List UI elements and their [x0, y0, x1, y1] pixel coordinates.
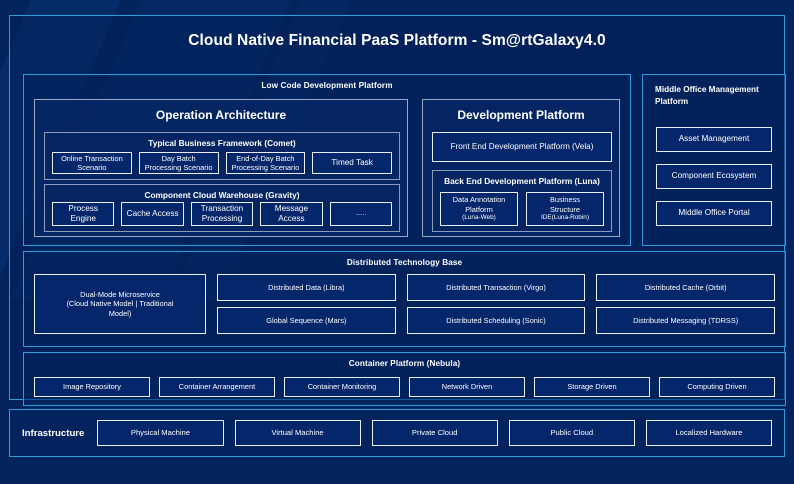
luna-item-line3: IDE(Luna-Robin)	[541, 214, 589, 222]
dtb-item-distributed-messaging[interactable]: Distributed Messaging (TDRSS)	[596, 307, 776, 334]
container-platform-item-network-driven[interactable]: Network Driven	[409, 377, 525, 397]
page-title: Cloud Native Financial PaaS Platform - S…	[188, 32, 606, 49]
distributed-technology-base-title: Distributed Technology Base	[346, 258, 463, 267]
comet-item[interactable]: Online Transaction Scenario	[52, 152, 132, 174]
luna-item-line2: Platform	[465, 204, 493, 214]
comet-item-list: Online Transaction Scenario Day Batch Pr…	[52, 152, 392, 174]
middle-office-title: Middle Office Management Platform	[655, 85, 759, 106]
dtb-item-distributed-transaction[interactable]: Distributed Transaction (Virgo)	[406, 274, 586, 301]
front-end-development-platform-box[interactable]: Front End Development Platform (Vela)	[432, 132, 612, 162]
infrastructure-label: Infrastructure	[22, 427, 85, 439]
dtb-item-global-sequence[interactable]: Global Sequence (Mars)	[217, 307, 396, 334]
distributed-technology-base-body: Dual-Mode Microservice (Cloud Native Mod…	[34, 274, 776, 334]
gravity-item[interactable]: Transaction Processing	[190, 202, 254, 226]
dual-mode-line3: Model)	[108, 308, 132, 318]
subpanel-development-platform: Development Platform Front End Developme…	[422, 99, 620, 237]
luna-item-line1: Business	[550, 195, 580, 205]
middle-office-item-asset-management[interactable]: Asset Management	[656, 127, 772, 152]
subpanel-operation-architecture: Operation Architecture Typical Business …	[34, 99, 408, 237]
gravity-title: Component Cloud Warehouse (Gravity)	[144, 190, 300, 200]
dtb-item-distributed-cache[interactable]: Distributed Cache (Orbit)	[596, 274, 776, 301]
container-platform-title: Container Platform (Nebula)	[348, 359, 461, 368]
infrastructure-item-public-cloud[interactable]: Public Cloud	[508, 420, 635, 446]
infrastructure-item-localized-hardware[interactable]: Localized Hardware	[645, 420, 772, 446]
gravity-item-ellipsis[interactable]: ......	[329, 202, 393, 226]
group-component-cloud-warehouse: Component Cloud Warehouse (Gravity) Proc…	[44, 184, 400, 232]
luna-item-line2: Structure	[550, 204, 580, 214]
luna-item-data-annotation-platform[interactable]: Data Annotation Platform (Luna-Web)	[440, 192, 518, 226]
panel-middle-office-management-platform: Middle Office Management Platform Asset …	[642, 74, 786, 246]
distributed-technology-column: Distributed Cache (Orbit) Distributed Me…	[596, 274, 776, 334]
group-back-end-development-platform: Back End Development Platform (Luna) Dat…	[432, 170, 612, 232]
middle-office-item-component-ecosystem[interactable]: Component Ecosystem	[656, 164, 772, 189]
panel-distributed-technology-base: Distributed Technology Base Dual-Mode Mi…	[23, 251, 786, 347]
comet-title: Typical Business Framework (Comet)	[148, 138, 296, 148]
distributed-technology-columns: Distributed Data (Libra) Global Sequence…	[217, 274, 776, 334]
panel-low-code-development-platform: Low Code Development Platform Operation …	[23, 74, 631, 246]
gravity-item[interactable]: Message Access	[260, 202, 323, 226]
container-platform-item-container-monitoring[interactable]: Container Monitoring	[284, 377, 400, 397]
middle-office-item-list: Asset Management Component Ecosystem Mid…	[656, 127, 772, 226]
main-platform-frame: Cloud Native Financial PaaS Platform - S…	[9, 15, 786, 406]
comet-item[interactable]: Timed Task	[312, 152, 392, 174]
gravity-item-list: Process Engine Cache Access Transaction …	[52, 202, 393, 226]
comet-item[interactable]: End-of-Day Batch Processing Scenario	[225, 152, 306, 174]
operation-architecture-title: Operation Architecture	[155, 108, 287, 122]
dual-mode-line1: Dual-Mode Microservice	[80, 289, 160, 299]
dual-mode-microservice-box[interactable]: Dual-Mode Microservice (Cloud Native Mod…	[34, 274, 206, 334]
luna-item-line3: (Luna-Web)	[462, 214, 496, 222]
dtb-item-distributed-data[interactable]: Distributed Data (Libra)	[217, 274, 396, 301]
luna-item-business-structure-ide[interactable]: Business Structure IDE(Luna-Robin)	[526, 192, 604, 226]
panel-infrastructure: Infrastructure Physical Machine Virtual …	[9, 409, 785, 457]
container-platform-item-computing-driven[interactable]: Computing Driven	[659, 377, 775, 397]
panel-container-platform: Container Platform (Nebula) Image Reposi…	[23, 352, 786, 406]
container-platform-item-list: Image Repository Container Arrangement C…	[34, 377, 775, 397]
luna-item-line1: Data Annotation	[452, 195, 506, 205]
development-platform-title: Development Platform	[457, 108, 585, 122]
infrastructure-item-physical-machine[interactable]: Physical Machine	[97, 420, 224, 446]
distributed-technology-column: Distributed Transaction (Virgo) Distribu…	[406, 274, 586, 334]
comet-item[interactable]: Day Batch Processing Scenario	[138, 152, 219, 174]
middle-office-item-middle-office-portal[interactable]: Middle Office Portal	[656, 201, 772, 226]
luna-item-list: Data Annotation Platform (Luna-Web) Busi…	[440, 192, 604, 226]
dtb-item-distributed-scheduling[interactable]: Distributed Scheduling (Sonic)	[406, 307, 586, 334]
gravity-item[interactable]: Process Engine	[52, 202, 115, 226]
container-platform-item-storage-driven[interactable]: Storage Driven	[534, 377, 650, 397]
container-platform-item-container-arrangement[interactable]: Container Arrangement	[159, 377, 275, 397]
dual-mode-line2: (Cloud Native Model | Traditional	[66, 299, 174, 309]
distributed-technology-column: Distributed Data (Libra) Global Sequence…	[217, 274, 396, 334]
luna-title: Back End Development Platform (Luna)	[444, 176, 600, 186]
group-typical-business-framework: Typical Business Framework (Comet) Onlin…	[44, 132, 400, 180]
infrastructure-item-private-cloud[interactable]: Private Cloud	[371, 420, 498, 446]
dual-mode-microservice-wrapper: Dual-Mode Microservice (Cloud Native Mod…	[34, 274, 206, 334]
infrastructure-item-virtual-machine[interactable]: Virtual Machine	[234, 420, 361, 446]
gravity-item[interactable]: Cache Access	[121, 202, 184, 226]
container-platform-item-image-repository[interactable]: Image Repository	[34, 377, 150, 397]
low-code-platform-title: Low Code Development Platform	[261, 81, 393, 90]
